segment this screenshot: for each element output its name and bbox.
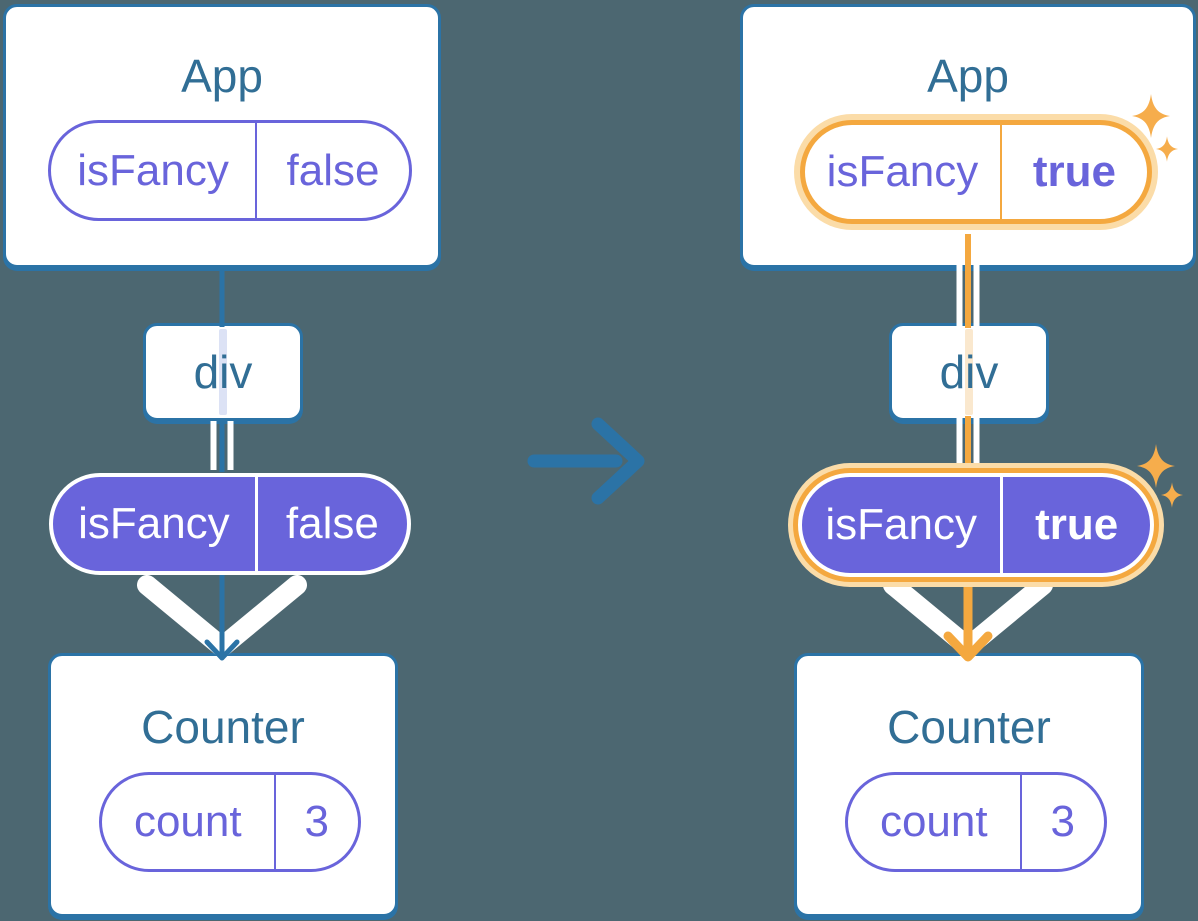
prop-name: isFancy (802, 477, 1004, 573)
state-value: 3 (304, 797, 329, 846)
app-title: App (927, 50, 1009, 102)
state-name: isFancy (51, 123, 258, 218)
state-name: count (102, 775, 276, 869)
div-card: div (143, 323, 303, 421)
prop-pill: isFancy false (49, 473, 411, 575)
counter-title: Counter (141, 701, 305, 753)
div-card: div (889, 323, 1049, 421)
state-value: true (1032, 147, 1117, 196)
sparkle-icon (1137, 444, 1175, 488)
app-state-pill: isFancy false (48, 120, 412, 221)
div-label: div (193, 346, 253, 398)
prop-flow-chevron (137, 575, 307, 657)
sparkle-icon (1160, 482, 1184, 508)
prop-name: isFancy (53, 477, 258, 571)
app-state-pill-highlighted: isFancy true (800, 120, 1152, 224)
edge-through-track (219, 329, 227, 415)
state-value: false (286, 145, 380, 195)
state-value: 3 (1050, 797, 1075, 846)
tree-before-state: App isFancy false div isFancy false Coun… (0, 0, 460, 921)
tree-after-state: App isFancy true div isFancy true Counte… (740, 0, 1198, 921)
transition-arrow-icon (527, 417, 645, 505)
counter-state-pill: count 3 (99, 772, 361, 872)
prop-value: false (285, 499, 379, 548)
div-label: div (939, 346, 999, 398)
counter-title: Counter (887, 701, 1051, 753)
prop-value: true (1035, 500, 1119, 549)
prop-flow-chevron (883, 575, 1053, 657)
prop-pill-highlighted: isFancy true (798, 473, 1154, 577)
counter-state-pill: count 3 (845, 772, 1107, 872)
state-name: isFancy (805, 125, 1002, 219)
edge-through-track (965, 329, 973, 415)
app-title: App (181, 50, 263, 102)
state-name: count (848, 775, 1022, 869)
